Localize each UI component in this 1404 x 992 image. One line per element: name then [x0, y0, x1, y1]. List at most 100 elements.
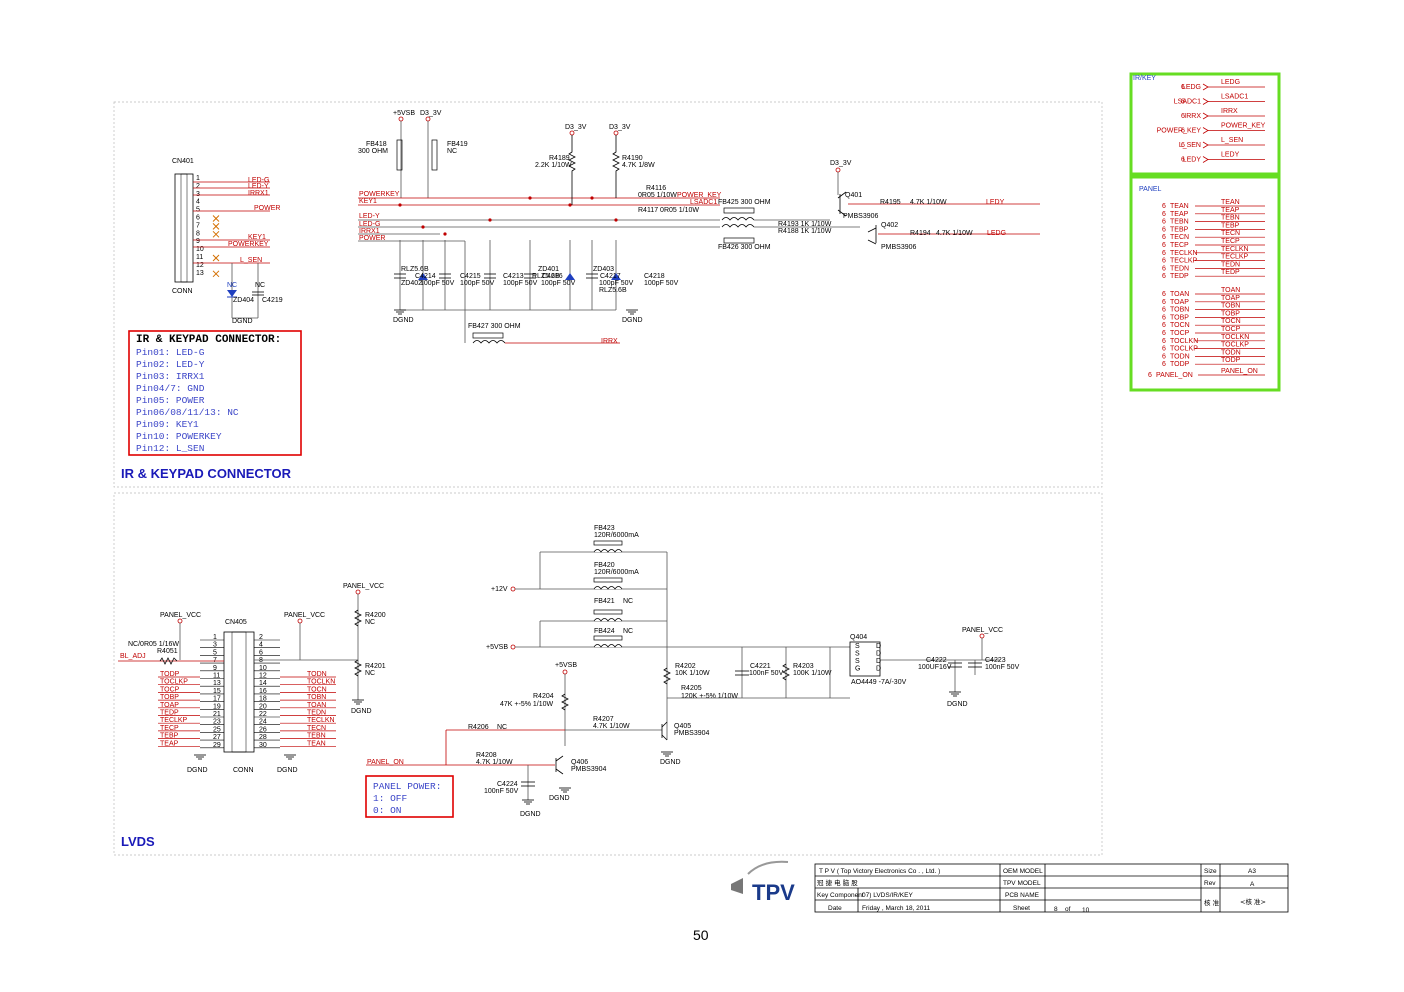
port-name: TEDP	[1170, 273, 1189, 280]
cn405-pin: 28	[259, 734, 267, 741]
port-name: TODN	[1170, 353, 1190, 360]
svg-text:RLZ5.6B: RLZ5.6B	[599, 287, 627, 294]
cn405-pin: 6	[259, 649, 263, 656]
svg-text:KEY1: KEY1	[248, 234, 266, 241]
port-arrow-icon	[1202, 83, 1209, 91]
port-pin: 6	[1162, 211, 1166, 218]
svg-text:PANEL_ON: PANEL_ON	[367, 759, 404, 766]
svg-text:BL_ADJ: BL_ADJ	[120, 653, 146, 660]
ferrite-bead	[593, 549, 623, 553]
cn405-pin: 29	[213, 742, 221, 749]
svg-text:NC: NC	[365, 670, 375, 677]
port-net: TOCLKP	[1221, 342, 1249, 349]
port-name: TECP	[1170, 242, 1189, 249]
svg-text:DGND: DGND	[947, 701, 968, 708]
lvds-net-right: TECN	[307, 725, 326, 732]
lvds-net-left: TECP	[160, 725, 179, 732]
ir-filter-circuit: +5VSB D3_3V FB418 300 OHM FB419 NC POWER…	[358, 110, 1040, 345]
port-name: L_SEN	[1179, 142, 1201, 149]
port-pin: 6	[1181, 99, 1185, 106]
port-net: TOAN	[1221, 287, 1240, 294]
tpv-logo: TPV	[731, 860, 795, 905]
port-name: TOCLKP	[1170, 346, 1198, 353]
svg-text:C4219: C4219	[262, 297, 283, 304]
port-name: TOBP	[1170, 314, 1189, 321]
lvds-net-right: TEBN	[307, 733, 326, 740]
cn405-pin: 20	[259, 703, 267, 710]
q404-pin: D	[876, 658, 881, 665]
port-pin: 6	[1162, 242, 1166, 249]
lvds-section-title: LVDS	[121, 834, 155, 849]
cn405-pin: 17	[213, 696, 221, 703]
svg-text:8: 8	[1054, 906, 1058, 913]
svg-text:DGND: DGND	[520, 811, 541, 818]
ferrite-bead	[593, 609, 623, 615]
svg-text:IR/KEY: IR/KEY	[1133, 75, 1156, 82]
svg-text:100UF16V: 100UF16V	[918, 664, 952, 671]
port-pin: 6	[1162, 203, 1166, 210]
cn401-pin-9: 9	[196, 238, 200, 245]
svg-text:of: of	[1065, 906, 1071, 913]
svg-text:OEM MODEL: OEM MODEL	[1003, 868, 1043, 875]
port-pin: 6	[1162, 307, 1166, 314]
svg-text:R4193 1K 1/10W: R4193 1K 1/10W	[778, 221, 832, 228]
svg-text:FB426 300 OHM: FB426 300 OHM	[718, 244, 771, 251]
svg-text:47K +-5% 1/10W: 47K +-5% 1/10W	[500, 701, 554, 708]
svg-text:NC/0R05 1/16W: NC/0R05 1/16W	[128, 641, 179, 648]
port-net: TECLKN	[1221, 246, 1249, 253]
lvds-net-left: TECLKP	[160, 717, 188, 724]
svg-text:Q401: Q401	[845, 192, 862, 199]
port-net: TECN	[1221, 230, 1240, 237]
port-name: TOCP	[1170, 330, 1190, 337]
q404-pin: G	[855, 666, 860, 673]
svg-text:POWER: POWER	[359, 235, 385, 242]
cn405-pin: 22	[259, 711, 267, 718]
port-name: POWER_KEY	[1157, 128, 1202, 135]
svg-text:NC: NC	[255, 282, 265, 289]
svg-text:LEDG: LEDG	[987, 230, 1006, 237]
svg-text:100pF 50V: 100pF 50V	[460, 280, 495, 287]
svg-text:Pin09: KEY1: Pin09: KEY1	[136, 419, 199, 430]
svg-text:ZD402: ZD402	[401, 280, 422, 287]
cn405-pin: 5	[213, 649, 217, 656]
svg-text:NC: NC	[497, 724, 507, 731]
svg-text:Friday , March 18, 2011: Friday , March 18, 2011	[862, 905, 931, 912]
port-pin: 6	[1162, 226, 1166, 233]
port-pin: 6	[1162, 299, 1166, 306]
cn401-pin-2: 2	[196, 183, 200, 190]
svg-text:LEDY: LEDY	[986, 199, 1005, 206]
junction	[590, 196, 594, 200]
svg-text:A3: A3	[1248, 868, 1256, 875]
cn401-pin-11: 11	[196, 254, 203, 261]
svg-text:PCB NAME: PCB NAME	[1005, 892, 1040, 899]
nc-mark	[212, 230, 220, 238]
svg-text:10: 10	[1082, 907, 1090, 914]
svg-text:PANEL POWER:: PANEL POWER:	[373, 781, 441, 792]
svg-text:Pin06/08/11/13: NC: Pin06/08/11/13: NC	[136, 407, 239, 418]
svg-text:Rev: Rev	[1204, 880, 1216, 887]
svg-text:C4217: C4217	[600, 273, 621, 280]
svg-text:100K 1/10W: 100K 1/10W	[793, 670, 832, 677]
cn405-pin: 24	[259, 719, 267, 726]
q404-pin: S	[855, 643, 860, 650]
svg-text:DGND: DGND	[622, 317, 643, 324]
lvds-net-right: TECLKN	[307, 717, 335, 724]
cn405-pin: 19	[213, 703, 221, 710]
port-name: TECLKN	[1170, 250, 1198, 257]
port-arrow-icon	[1202, 98, 1209, 105]
port-net: TOBN	[1221, 303, 1240, 310]
svg-text:100pF 50V: 100pF 50V	[541, 280, 576, 287]
svg-text:DGND: DGND	[187, 767, 208, 774]
svg-text:R4188 1K 1/10W: R4188 1K 1/10W	[778, 228, 832, 235]
svg-text:LSADC1: LSADC1	[690, 199, 717, 206]
q404-pin: S	[855, 658, 860, 665]
svg-text:100pF 50V: 100pF 50V	[644, 280, 679, 287]
svg-text:D3_3V: D3_3V	[609, 124, 631, 131]
cn401-pin-1: 1	[196, 175, 200, 182]
junction	[568, 203, 572, 207]
port-pin: 6	[1181, 84, 1185, 91]
cn405-pin: 2	[259, 634, 263, 641]
nc-mark	[212, 223, 220, 230]
svg-text:FB423: FB423	[594, 525, 615, 532]
port-pin: 6	[1162, 250, 1166, 257]
